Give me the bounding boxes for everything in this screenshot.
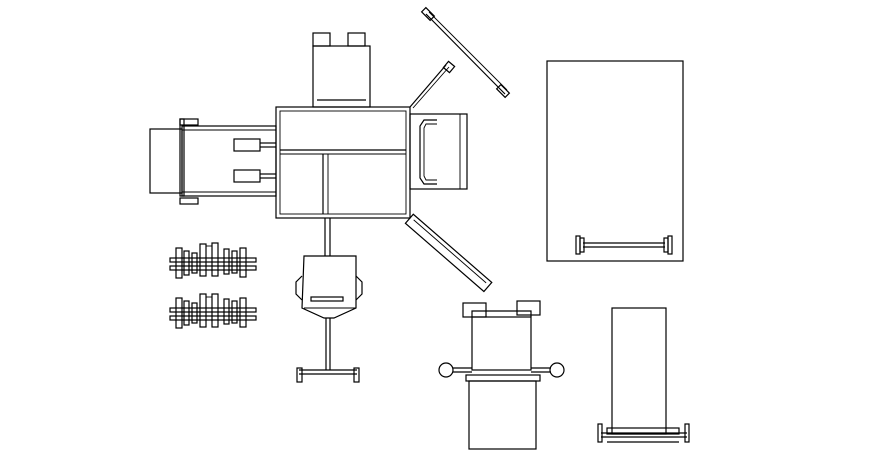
rower-grip-right (549, 362, 565, 378)
rower-body (468, 380, 537, 450)
top-pad-left (312, 32, 331, 47)
pulldown-bench (597, 307, 690, 443)
lat-bar (425, 13, 506, 95)
rowing-machine (438, 300, 565, 450)
top-seat (312, 45, 371, 108)
pulldown-plate-left (597, 423, 603, 443)
dumbbell-lower (169, 293, 257, 329)
rower-grip-left (438, 362, 454, 378)
barbell-bench (546, 60, 684, 262)
dumbbell-upper (169, 242, 257, 279)
right-seat-handle (419, 119, 437, 185)
rower-seat (471, 316, 532, 371)
leg-press-frame (181, 125, 277, 197)
barbell-bench-frame (546, 60, 684, 262)
frame-main (275, 106, 411, 219)
roller-pad-lower (233, 169, 261, 183)
leg-press-pad (149, 128, 183, 194)
top-pad-right (347, 32, 366, 47)
diagonal-arm (404, 213, 493, 293)
bottom-chair-seat (301, 255, 357, 319)
right-seat (409, 113, 468, 190)
roller-pad-upper (233, 138, 261, 152)
pulldown-bench-pad (611, 307, 667, 435)
pulldown-bench-base (606, 427, 680, 435)
lat-cable (409, 64, 447, 108)
rower-foot-right (516, 300, 541, 316)
pulldown-plate-right (684, 423, 690, 443)
dumbbell-rack (169, 242, 257, 329)
gym-multistation (149, 6, 511, 383)
rower-foot-left (462, 302, 487, 318)
